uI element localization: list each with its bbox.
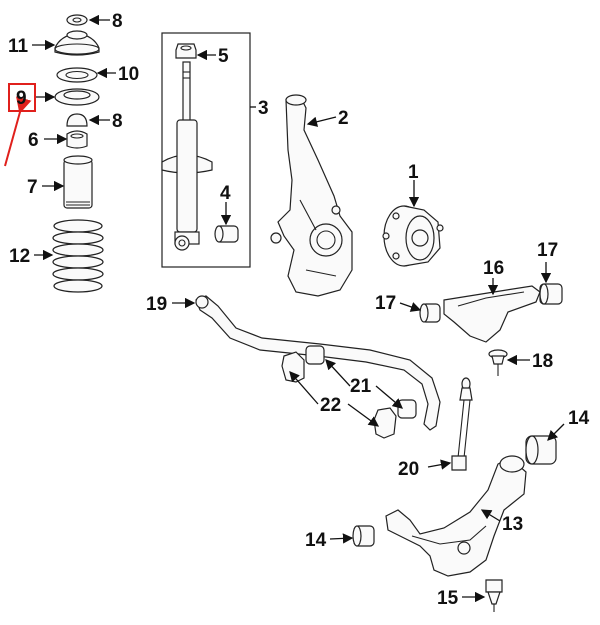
part-14-lower-bushing-right xyxy=(525,435,557,465)
part-21-stabilizer-bushing-lower xyxy=(397,399,417,419)
part-22-bushing-bracket-lower xyxy=(373,407,397,439)
part-8-top-nut xyxy=(66,14,88,26)
part-10-bearing-plate xyxy=(56,67,98,83)
part-1-hub-bearing xyxy=(382,205,444,267)
part-19-stabilizer-bar xyxy=(195,295,441,431)
part-22-bushing-bracket-upper xyxy=(281,351,305,383)
callout-18: 18 xyxy=(532,351,553,372)
callout-7: 7 xyxy=(27,177,38,198)
part-4-strut-bushing xyxy=(214,225,239,243)
callout-14-right: 14 xyxy=(568,408,590,429)
part-21-stabilizer-bushing-upper xyxy=(305,345,325,365)
callout-11: 11 xyxy=(8,36,29,57)
callout-12: 12 xyxy=(9,246,30,267)
callout-20: 20 xyxy=(398,459,419,480)
callout-17-left: 17 xyxy=(375,293,396,314)
callout-17-right: 17 xyxy=(537,240,558,261)
callout-5: 5 xyxy=(218,46,229,67)
callout-22: 22 xyxy=(320,395,341,416)
callout-2: 2 xyxy=(338,108,349,129)
strut-shock-body xyxy=(161,61,213,251)
callout-8-lower: 8 xyxy=(112,111,123,132)
callout-4: 4 xyxy=(220,183,231,204)
callout-1: 1 xyxy=(408,162,419,183)
callout-labels: 1 2 3 4 5 6 7 8 8 9 10 11 12 13 14 14 15… xyxy=(8,11,590,609)
callout-8-top: 8 xyxy=(112,11,123,32)
part-6-bump-stop xyxy=(66,130,88,149)
callout-6: 6 xyxy=(28,130,39,151)
callout-14-left: 14 xyxy=(305,530,327,551)
part-5-strut-nut xyxy=(175,43,197,59)
part-11-strut-mount xyxy=(54,30,100,56)
part-17-upper-bushing-left xyxy=(419,303,441,323)
callout-19: 19 xyxy=(146,294,167,315)
callout-21: 21 xyxy=(350,376,372,397)
strut-group-box xyxy=(161,32,251,268)
callout-3: 3 xyxy=(258,98,269,119)
part-12-coil-spring xyxy=(52,219,104,293)
leader-lines xyxy=(32,14,565,603)
part-17-upper-bushing-right xyxy=(539,283,563,305)
callout-13: 13 xyxy=(502,514,523,535)
part-13-lower-control-arm xyxy=(385,455,527,577)
part-7-dust-boot xyxy=(63,155,93,209)
part-20-stabilizer-link xyxy=(451,377,473,471)
part-8-bump-cap xyxy=(66,113,88,127)
callout-10: 10 xyxy=(118,64,139,85)
part-9-spring-seat xyxy=(54,88,100,106)
callout-16: 16 xyxy=(483,258,504,279)
part-2-steering-knuckle xyxy=(270,94,353,297)
part-9-highlight xyxy=(4,83,36,167)
part-18-upper-ball-joint xyxy=(488,349,508,376)
part-15-lower-ball-joint xyxy=(485,579,503,612)
callout-9: 9 xyxy=(16,88,27,109)
callout-15: 15 xyxy=(437,588,459,609)
part-14-lower-bushing-left xyxy=(352,525,375,547)
part-16-upper-control-arm xyxy=(443,285,541,343)
